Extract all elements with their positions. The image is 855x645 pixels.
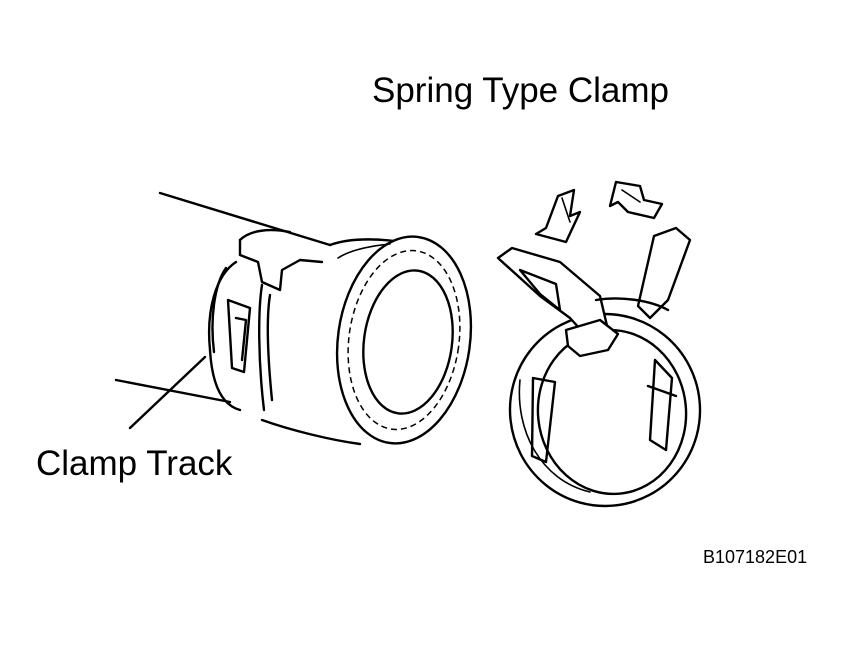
clamp-track-leader — [128, 355, 207, 430]
arrow-down-right-icon — [608, 180, 664, 220]
diagram-title: Spring Type Clamp — [372, 71, 670, 110]
hose — [114, 191, 473, 446]
arrow-down-left-icon — [534, 188, 582, 244]
clamp-track — [207, 228, 324, 412]
figure-code: B107182E01 — [703, 547, 808, 567]
clamp-track-label: Clamp Track — [36, 444, 233, 483]
spring-clamp — [496, 226, 702, 508]
